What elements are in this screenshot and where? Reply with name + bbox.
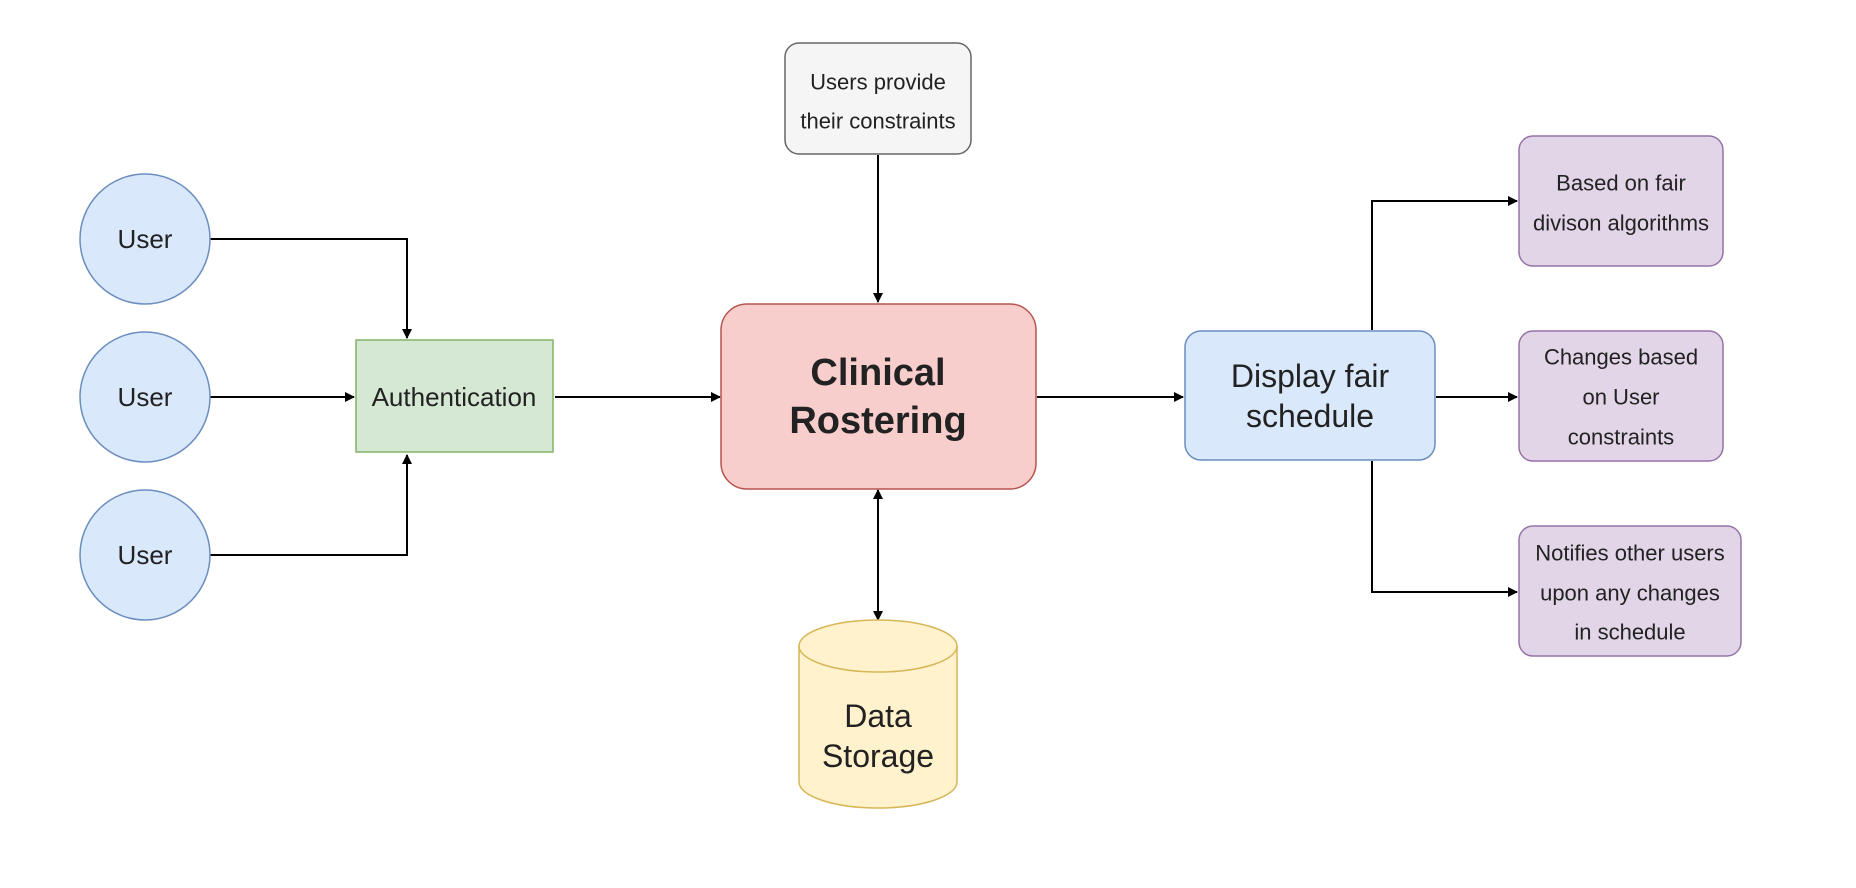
edge-user1-to-auth	[200, 238, 412, 339]
authentication-node[interactable]: Authentication	[355, 339, 554, 453]
data-storage-label-line-2: Storage	[822, 738, 934, 774]
clinical-rostering-label-line-2: Rostering	[789, 400, 966, 442]
edges	[200, 155, 1518, 621]
user-changes-label-line-1: Changes based	[1544, 345, 1698, 370]
notifies-node[interactable]: Notifies other users upon any changes in…	[1518, 525, 1742, 657]
constraints-node[interactable]: Users provide their constraints	[784, 42, 972, 155]
data-storage-node[interactable]: Data Storage	[798, 619, 958, 809]
user-label: User	[118, 382, 173, 412]
clinical-rostering-label-line-1: Clinical	[810, 352, 945, 394]
user-node-3[interactable]: User	[79, 489, 211, 621]
display-schedule-label-line-2: schedule	[1246, 398, 1374, 434]
user-label: User	[118, 540, 173, 570]
user-changes-label-line-2: on User	[1582, 385, 1659, 410]
clinical-rostering-node[interactable]: Clinical Rostering	[720, 303, 1037, 490]
constraints-label-line-1: Users provide	[810, 70, 946, 95]
authentication-label: Authentication	[372, 382, 537, 412]
notifies-label-line-3: in schedule	[1574, 620, 1685, 645]
user-node-1[interactable]: User	[79, 173, 211, 305]
notifies-label-line-1: Notifies other users	[1535, 541, 1725, 566]
user-changes-node[interactable]: Changes based on User constraints	[1518, 330, 1724, 462]
fair-division-label-line-2: divison algorithms	[1533, 211, 1709, 236]
edge-display-to-fair-division	[1371, 196, 1518, 330]
edge-display-to-notifies	[1371, 461, 1518, 597]
user-node-2[interactable]: User	[79, 331, 211, 463]
user-changes-label-line-3: constraints	[1568, 425, 1674, 450]
data-storage-label-line-1: Data	[844, 698, 912, 734]
user-label: User	[118, 224, 173, 254]
display-schedule-node[interactable]: Display fair schedule	[1184, 330, 1436, 461]
edge-user3-to-auth	[200, 454, 412, 556]
display-schedule-label-line-1: Display fair	[1231, 358, 1390, 394]
fair-division-node[interactable]: Based on fair divison algorithms	[1518, 135, 1724, 267]
notifies-label-line-2: upon any changes	[1540, 581, 1720, 606]
fair-division-label-line-1: Based on fair	[1556, 171, 1686, 196]
constraints-label-line-2: their constraints	[800, 109, 955, 134]
